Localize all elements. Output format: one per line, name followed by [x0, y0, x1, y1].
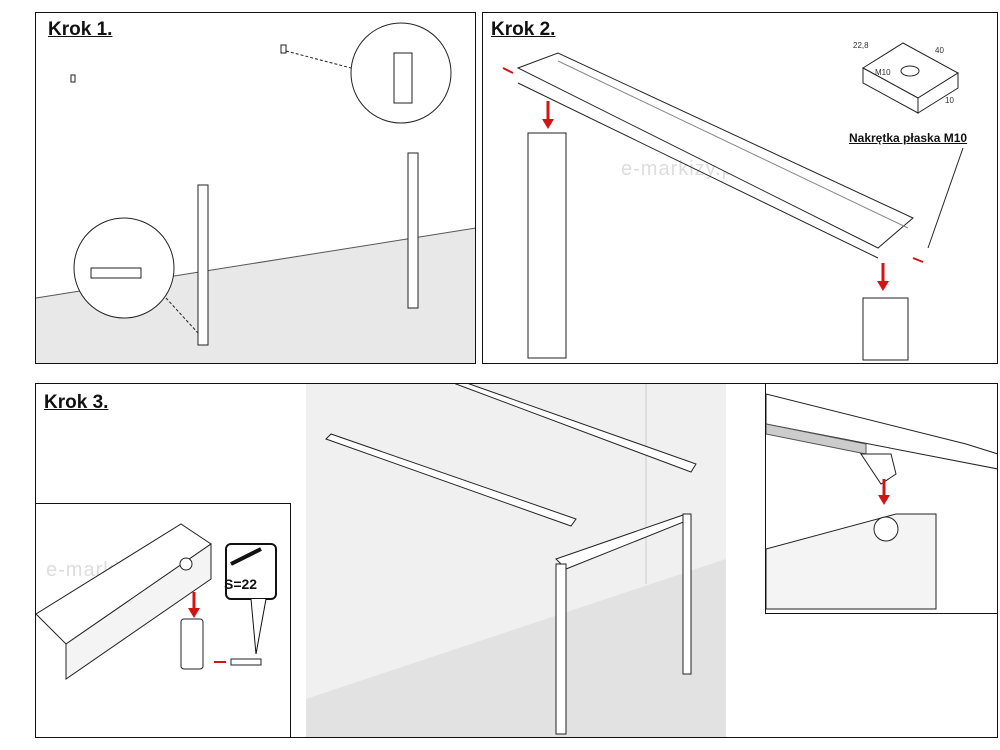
- step-3-title: Krok 3.: [44, 392, 109, 413]
- step-2-illustration: 22,8 40 M10 10: [502, 41, 964, 361]
- nut-label: Nakrętka płaska M10: [849, 131, 968, 145]
- dim-width: 22,8: [853, 41, 869, 50]
- post-left: [527, 132, 567, 359]
- step-1-title: Krok 1.: [48, 19, 113, 40]
- step-1-panel: Krok 1.: [35, 12, 476, 364]
- post-left: [197, 184, 209, 346]
- dim-length: 40: [935, 46, 944, 55]
- step-2-title: Krok 2.: [491, 19, 556, 40]
- step-1-illustration: [36, 22, 475, 363]
- detail-inset-mount: [765, 384, 997, 614]
- dim-height: 10: [945, 96, 954, 105]
- detail-inset-bracket: e-markizy.pl S=22: [36, 503, 291, 737]
- post-right: [862, 297, 909, 361]
- post-right: [407, 152, 419, 309]
- step-3-illustration: [306, 384, 726, 737]
- wrench-size-label: S=22: [224, 576, 257, 592]
- step-3-panel: Krok 3. e-markizy.pl S=22: [35, 383, 998, 738]
- step-2-panel: e-markizy.pl 22,8 40 M10 10 Krok 2. Nakr…: [482, 12, 998, 364]
- dim-thread: M10: [875, 68, 891, 77]
